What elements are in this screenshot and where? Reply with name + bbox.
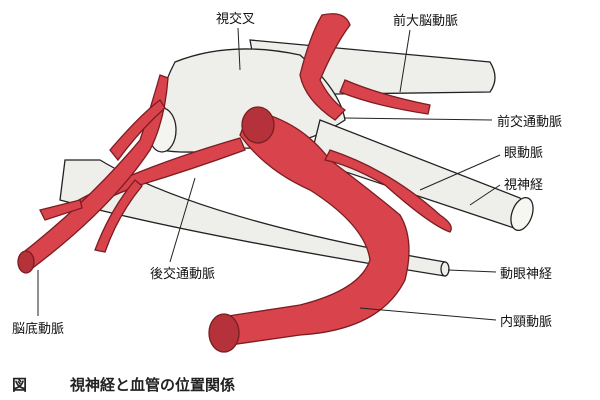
small-branch-left xyxy=(39,199,83,221)
superior-cerebellar-artery xyxy=(94,179,143,253)
optic-nerve-cut-end-right xyxy=(510,197,534,231)
caption-prefix: 図 xyxy=(12,376,28,394)
label-anterior-cerebral-artery: 前大脳動脈 xyxy=(393,14,459,29)
label-optic-chiasm: 視交叉 xyxy=(216,12,256,27)
basilar-cut-end xyxy=(17,250,35,274)
oculomotor-nerve-cut-end xyxy=(440,261,450,277)
leader-ophthalmic xyxy=(419,154,501,191)
anterior-cerebral-artery xyxy=(299,13,351,121)
label-internal-carotid-artery: 内頸動脈 xyxy=(500,315,553,330)
label-posterior-communicating-artery: 後交通動脈 xyxy=(150,267,216,282)
leader-ica xyxy=(359,307,497,321)
leader-optic-nerve xyxy=(469,184,501,206)
label-optic-nerve: 視神経 xyxy=(504,178,544,193)
carotid-cut-end-bottom xyxy=(208,313,240,353)
carotid-cut-end-top xyxy=(241,106,275,144)
ophthalmic-artery xyxy=(324,149,452,233)
internal-carotid-artery xyxy=(213,109,410,346)
caption-title: 視神経と血管の位置関係 xyxy=(70,376,236,394)
leader-acom xyxy=(344,117,493,121)
leader-pcom xyxy=(169,177,196,263)
leader-oculomotor xyxy=(447,269,497,273)
label-oculomotor-nerve: 動眼神経 xyxy=(500,267,553,282)
leader-aca xyxy=(399,29,411,93)
label-ophthalmic-artery: 眼動脈 xyxy=(504,146,544,161)
posterior-cerebral-artery xyxy=(109,99,166,162)
label-basilar-artery: 脳底動脈 xyxy=(12,322,65,337)
label-anterior-communicating-artery: 前交通動脈 xyxy=(497,115,563,130)
basilar-artery xyxy=(19,74,169,271)
anterior-cerebral-branch xyxy=(339,79,431,115)
leader-optic-chiasm xyxy=(237,27,241,71)
